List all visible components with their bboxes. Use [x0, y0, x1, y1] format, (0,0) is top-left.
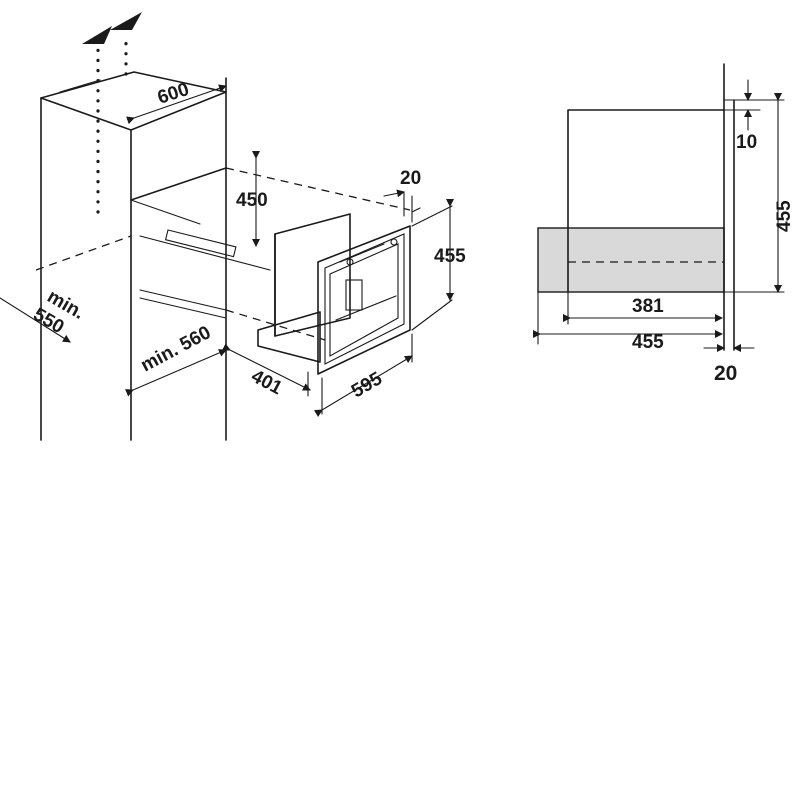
airflow-arrow-left-icon: [82, 26, 112, 44]
appliance-body-shaded: [537, 227, 725, 293]
coffee-spout-icon: [345, 279, 363, 311]
dim-opening-height: 450: [236, 190, 268, 211]
dim-total-height: 455: [774, 200, 795, 232]
isometric-view: 600 min. 550 min. 560 450 401 595: [0, 12, 466, 441]
dim-top-gap: 10: [736, 132, 757, 153]
cabinet-column: [40, 71, 227, 441]
dim-unit-depth: 401: [248, 366, 286, 400]
appliance-front-panel: [317, 225, 411, 375]
niche-opening: [35, 167, 411, 341]
dim-front-width: 595: [348, 368, 386, 402]
dim-cabinet-width: 600: [155, 79, 192, 109]
dim-total-depth: 455: [632, 332, 664, 353]
dim-front-thickness: 20: [714, 362, 737, 385]
dim-front-height: 455: [434, 246, 466, 267]
ventilation-airflow: [82, 12, 142, 214]
airflow-arrow-right-icon: [110, 12, 142, 30]
dim-opening-depth: min. 560: [137, 322, 214, 376]
dim-body-depth: 381: [632, 296, 664, 317]
appliance-unit: [257, 213, 411, 375]
side-view: 10 455 381 455 20: [533, 63, 795, 385]
dim-front-overhang: 20: [400, 168, 421, 189]
